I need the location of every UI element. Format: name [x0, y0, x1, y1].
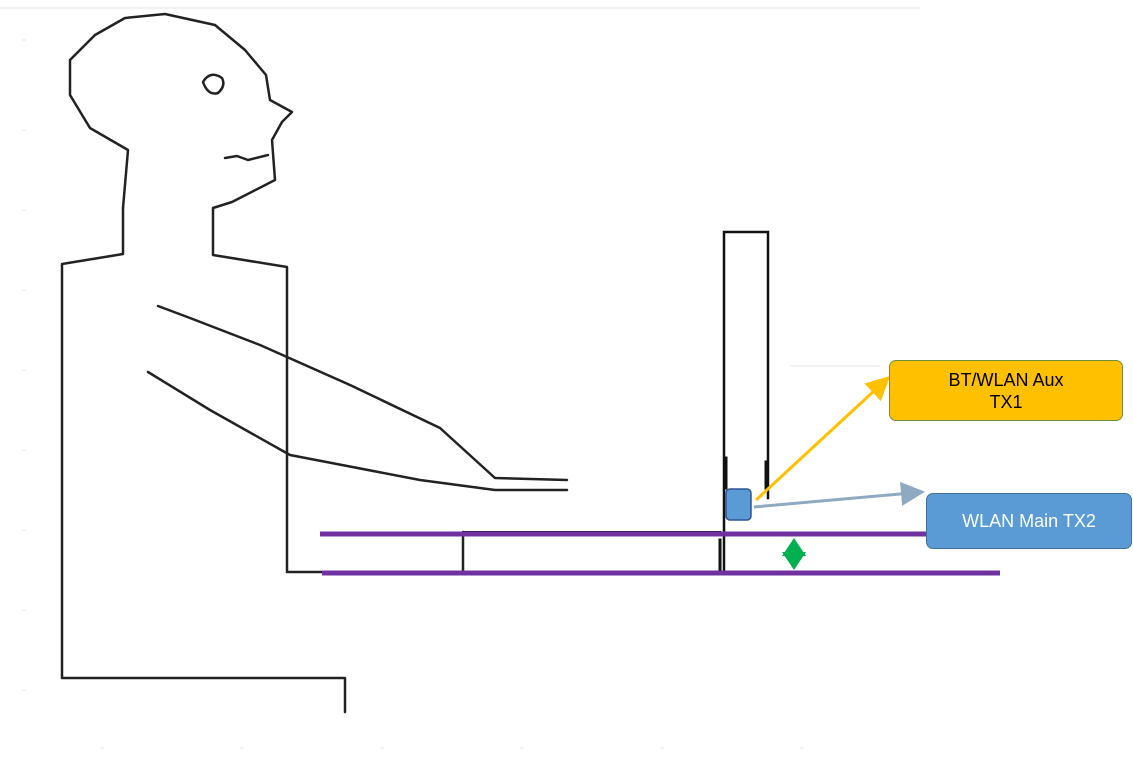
- laptop-icon: [462, 230, 770, 574]
- main-tx2-label: WLAN Main TX2: [962, 511, 1096, 531]
- person-icon: [60, 12, 569, 714]
- main-tx2-arrow: [753, 481, 925, 509]
- aux-tx1-label-box: BT/WLAN Aux TX1: [889, 360, 1123, 421]
- main-tx2-label-box: WLAN Main TX2: [926, 493, 1132, 549]
- table-lines: [320, 531, 1000, 576]
- person-upper-arm: [156, 304, 569, 482]
- background-grid-marks: [0, 7, 920, 749]
- aux-tx1-label: BT/WLAN Aux TX1: [948, 369, 1064, 412]
- person-lower-arm: [146, 370, 569, 492]
- laptop-base: [462, 531, 721, 573]
- person-mouth: [223, 153, 270, 162]
- laptop-screen: [722, 230, 770, 574]
- person-eye: [201, 73, 225, 95]
- antenna-module: [725, 488, 752, 521]
- person-head-outline: [68, 12, 465, 574]
- aux-tx1-arrow: [754, 375, 891, 502]
- person-back-outline: [60, 206, 347, 714]
